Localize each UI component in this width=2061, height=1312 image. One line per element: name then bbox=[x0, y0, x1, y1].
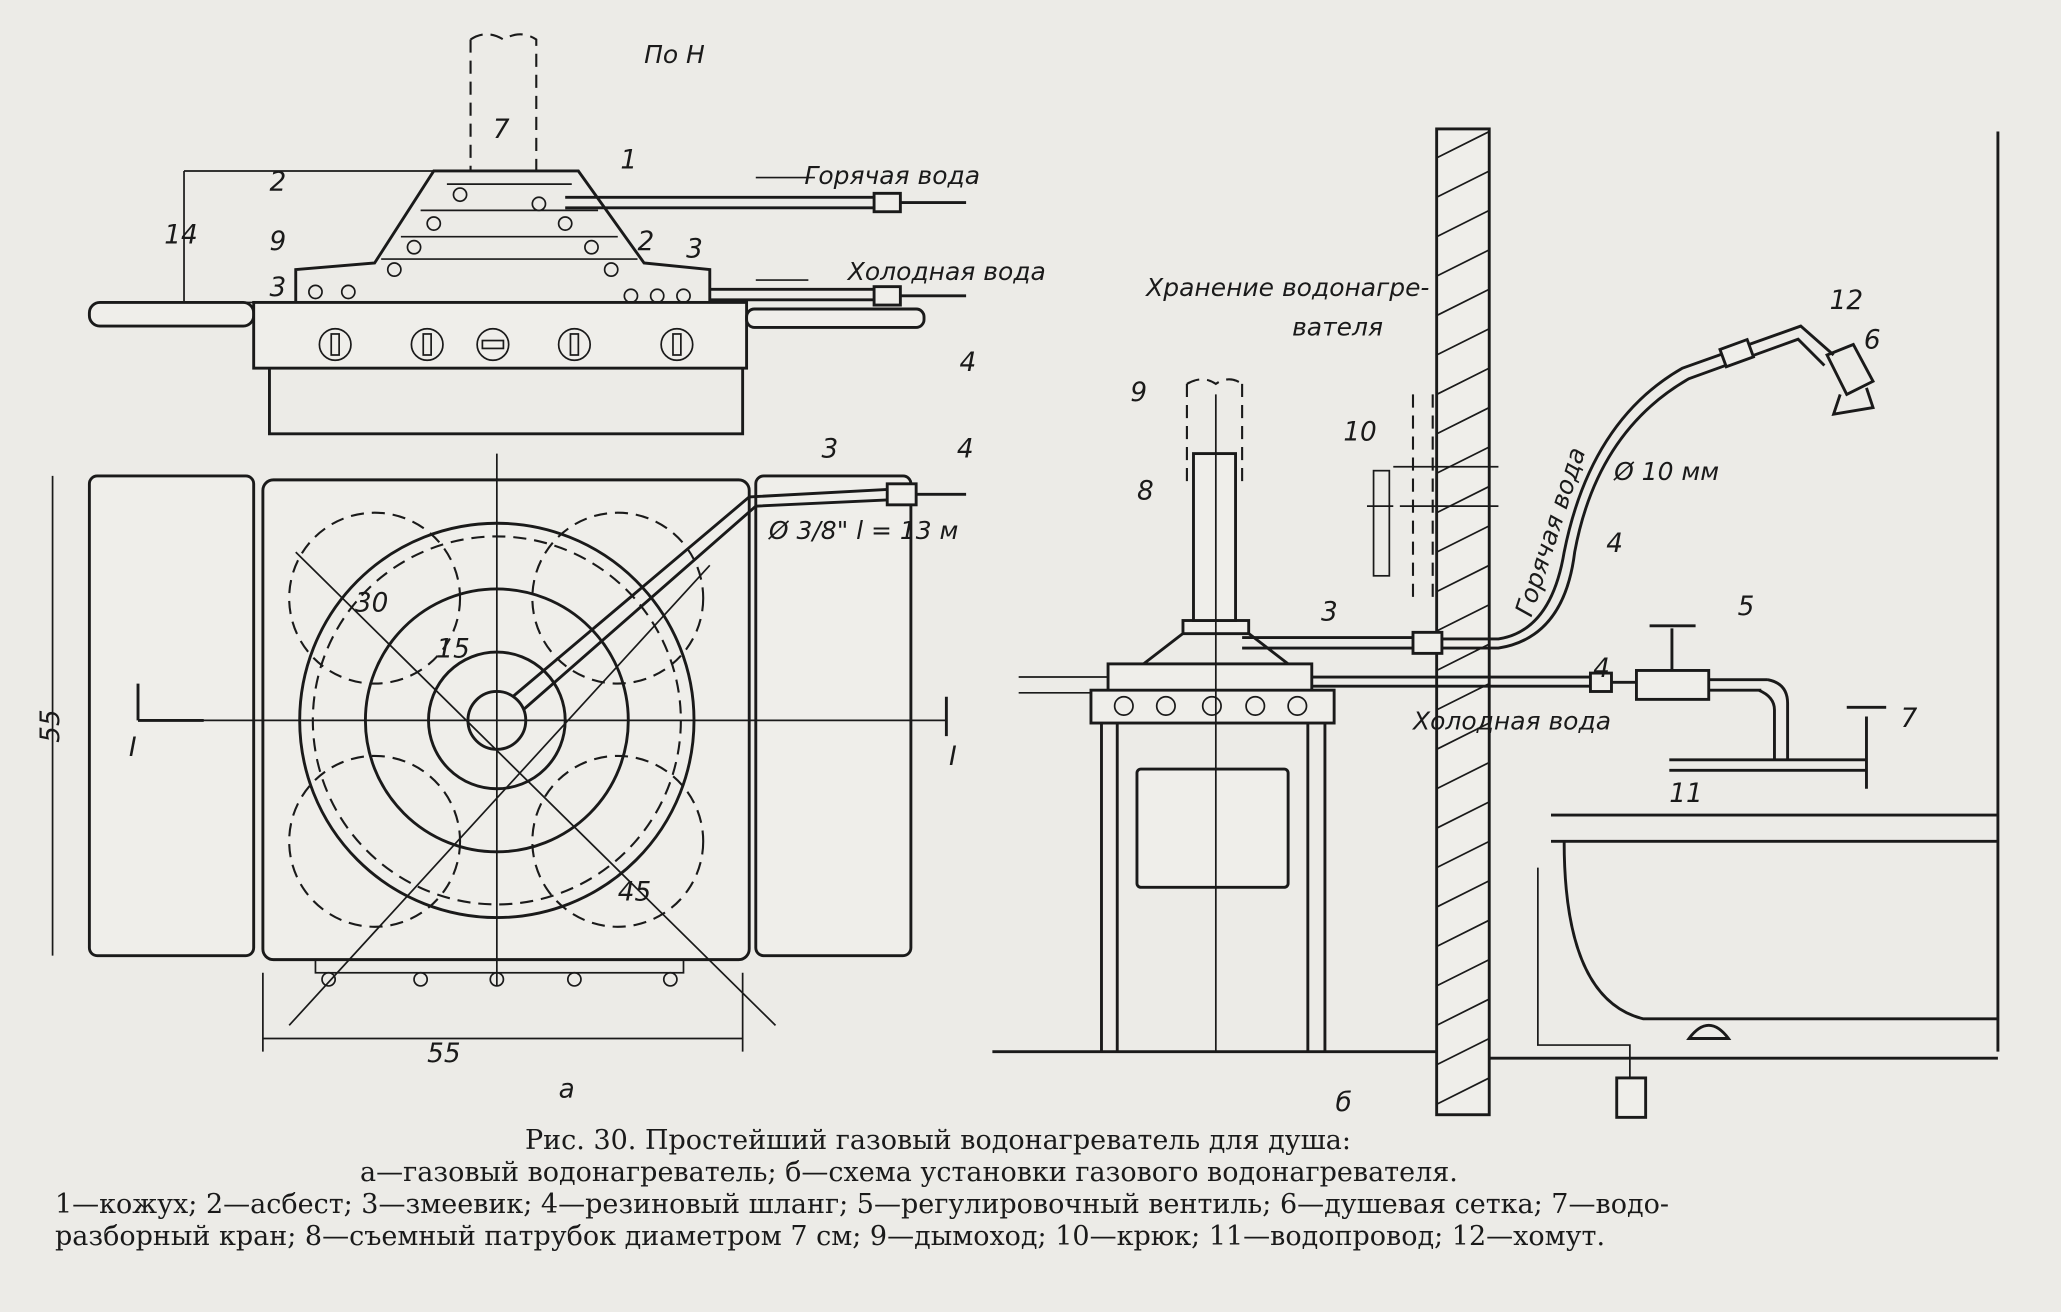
label-storage-1: Хранение водонагре- bbox=[1144, 273, 1429, 302]
dim-3: 3 bbox=[269, 273, 286, 303]
label-1: 1 bbox=[620, 145, 637, 175]
label-storage-2: вателя bbox=[1292, 312, 1383, 341]
label-4-cold: 4 bbox=[1593, 654, 1610, 684]
label-3-top: 3 bbox=[686, 235, 703, 265]
dim-2: 2 bbox=[269, 168, 286, 198]
section-left: I bbox=[129, 733, 137, 763]
dim-14: 14 bbox=[164, 220, 197, 250]
dim-9: 9 bbox=[269, 227, 286, 257]
label-9: 9 bbox=[1130, 378, 1147, 408]
dim-55-bottom: 55 bbox=[427, 1039, 460, 1069]
caption-line2: а—газовый водонагреватель; б—схема устан… bbox=[360, 1157, 1458, 1188]
heater-elevation bbox=[87, 33, 967, 436]
section-right: I bbox=[949, 742, 957, 772]
caption-title: Рис. 30. Простейший газовый водонагреват… bbox=[525, 1125, 1351, 1156]
dim-15: 15 bbox=[436, 634, 469, 664]
hose-diameter: Ø 10 мм bbox=[1613, 457, 1719, 486]
label-8: 8 bbox=[1137, 477, 1154, 507]
label-12: 12 bbox=[1830, 286, 1863, 316]
installation-scheme bbox=[992, 127, 2000, 1119]
label-5: 5 bbox=[1738, 592, 1755, 622]
label-4-plan: 4 bbox=[957, 435, 974, 465]
label-3-b: 3 bbox=[1321, 598, 1338, 628]
letter-b: б bbox=[1335, 1088, 1351, 1118]
dim-45: 45 bbox=[618, 877, 651, 907]
label-11: 11 bbox=[1669, 779, 1702, 809]
label-7: 7 bbox=[1901, 704, 1918, 734]
label-10: 10 bbox=[1343, 417, 1376, 447]
label-hot-water-a: Горячая вода bbox=[804, 161, 980, 190]
dim-55-side: 55 bbox=[36, 709, 66, 742]
letter-a: а bbox=[559, 1075, 575, 1105]
label-4-hose: 4 bbox=[1606, 529, 1623, 559]
caption-line4: разборный кран; 8—съемный патрубок диаме… bbox=[55, 1221, 1606, 1252]
label-3-plan: 3 bbox=[822, 435, 839, 465]
heater-plan bbox=[51, 453, 967, 1052]
label-6: 6 bbox=[1864, 325, 1881, 355]
caption-line3: 1—кожух; 2—асбест; 3—змеевик; 4—резиновы… bbox=[55, 1189, 1669, 1220]
dim-30: 30 bbox=[355, 588, 388, 618]
label-cold-water-b: Холодная вода bbox=[1411, 707, 1611, 736]
label-4-top: 4 bbox=[960, 348, 977, 378]
dim-7: 7 bbox=[493, 115, 510, 145]
handwritten-note: По Н bbox=[644, 40, 705, 69]
label-cold-water-a: Холодная вода bbox=[846, 257, 1046, 286]
label-2: 2 bbox=[637, 227, 654, 257]
pipe-spec: Ø 3/8" l = 13 м bbox=[768, 516, 958, 545]
figure-caption: Рис. 30. Простейший газовый водонагреват… bbox=[0, 1125, 2061, 1253]
